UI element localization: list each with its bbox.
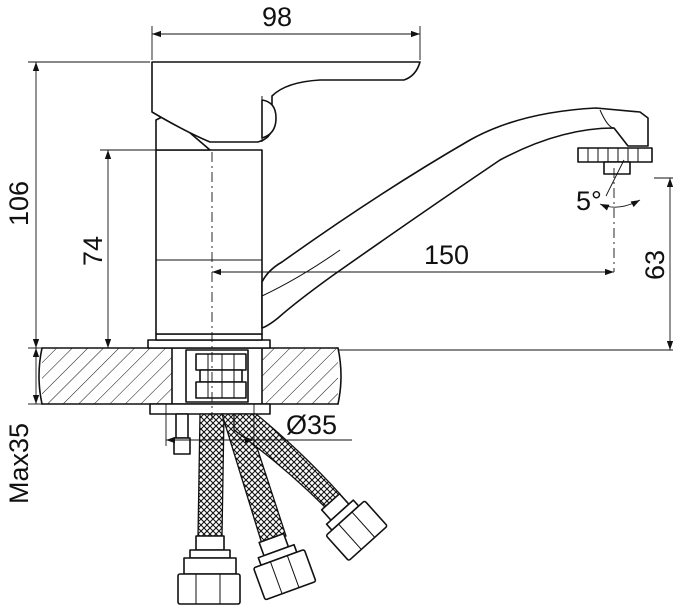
countertop-section bbox=[38, 347, 342, 405]
dimension-total-height: 106 bbox=[4, 61, 150, 349]
dimension-mount-diameter: Ø35 bbox=[165, 404, 352, 446]
dimension-spout-height: 63 bbox=[338, 177, 673, 351]
spout-reach-label: 150 bbox=[424, 240, 469, 270]
dimension-max-worktop: Max35 bbox=[4, 348, 42, 504]
max-worktop-label: Max35 bbox=[4, 423, 34, 504]
faucet-body bbox=[147, 149, 271, 349]
swivel-angle-label: 5° bbox=[576, 186, 602, 216]
total-height-label: 106 bbox=[4, 181, 34, 226]
dimension-body-height: 74 bbox=[78, 149, 156, 348]
spout-height-label: 63 bbox=[640, 250, 670, 280]
mount-diameter-label: Ø35 bbox=[286, 410, 337, 440]
dimension-body-width: 98 bbox=[151, 2, 421, 60]
lever-handle bbox=[151, 61, 421, 151]
flexible-hoses bbox=[177, 413, 388, 605]
dimension-spout-reach: 150 bbox=[212, 240, 614, 276]
body-width-label: 98 bbox=[262, 2, 292, 32]
swivel-angle-indicator: 5° bbox=[576, 159, 641, 216]
spout bbox=[261, 107, 653, 329]
body-height-label: 74 bbox=[78, 236, 108, 266]
